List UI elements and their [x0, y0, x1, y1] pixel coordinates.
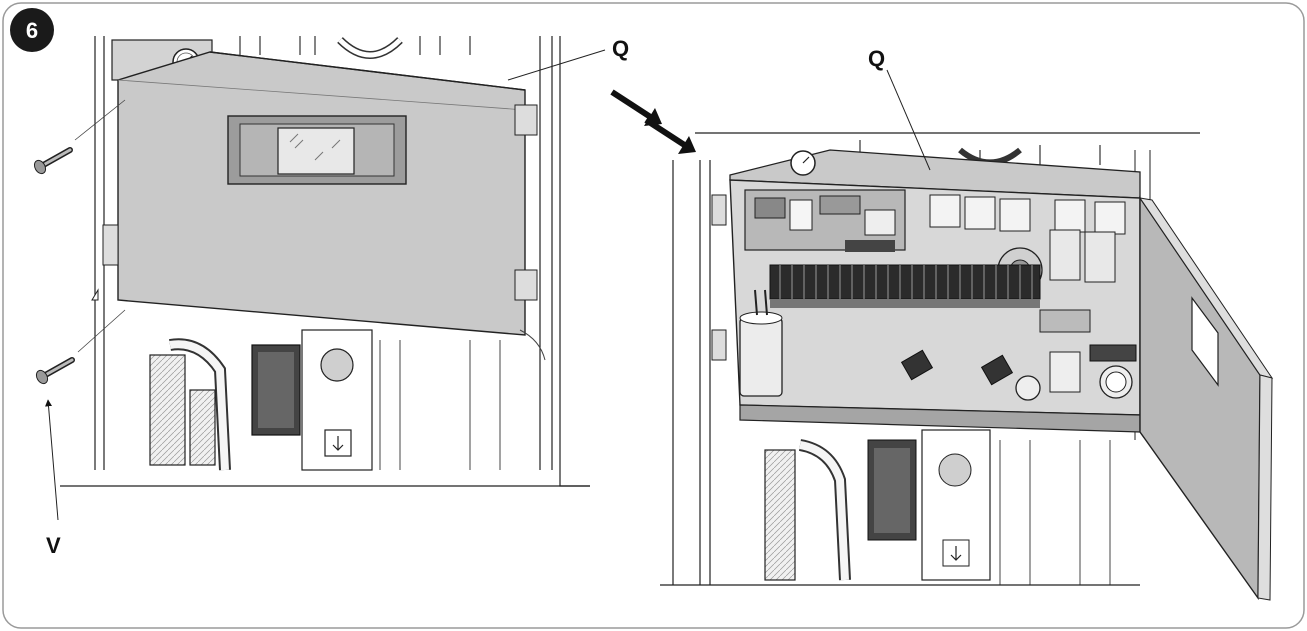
display-icon — [227, 115, 407, 185]
label-q-right: Q — [868, 46, 885, 71]
left-illustration — [60, 36, 590, 487]
lower-components-right — [764, 429, 1111, 585]
step-badge: 6 — [10, 8, 54, 52]
step-number: 6 — [26, 18, 38, 43]
open-door — [1138, 195, 1274, 601]
arrow-icon — [610, 89, 696, 154]
relays — [929, 194, 1126, 283]
terminal-block-icon — [769, 264, 1041, 308]
pressure-gauge-icon — [790, 150, 816, 176]
capacitor-icon — [739, 289, 783, 397]
label-q-right-leader — [886, 69, 931, 171]
label-v: V — [46, 533, 61, 558]
control-panel-cover — [117, 51, 526, 336]
label-v-leader — [45, 399, 59, 521]
screw-icon — [35, 357, 75, 385]
screw-icon — [33, 147, 73, 175]
right-illustration — [660, 132, 1274, 601]
circuit-board — [744, 189, 906, 252]
label-q-left: Q — [612, 36, 629, 61]
lower-components — [149, 329, 546, 471]
label-q-left-leader — [507, 49, 606, 81]
